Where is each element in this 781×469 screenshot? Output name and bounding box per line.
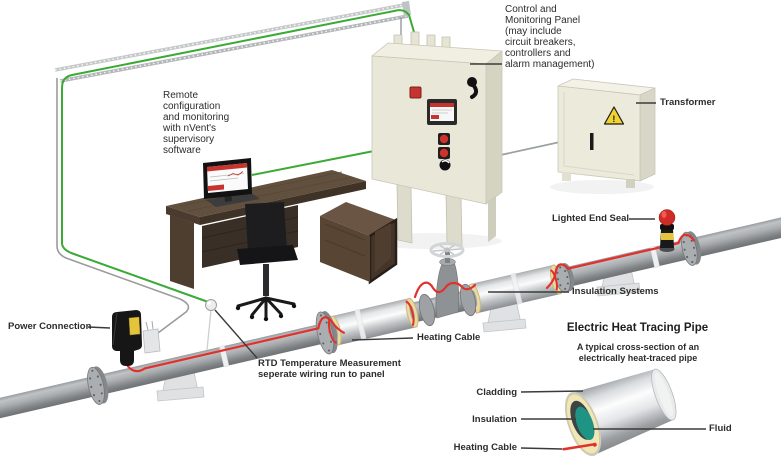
office-chair	[235, 202, 298, 322]
label-control-panel: Control and Monitoring Panel (may includ…	[505, 4, 595, 70]
desk-left-panel	[170, 215, 194, 289]
label-cs-heating-cable: Heating Cable	[453, 442, 517, 453]
label-rtd: RTD Temperature Measurement seperate wir…	[258, 358, 401, 380]
desk-pedestal-top	[320, 202, 396, 236]
heating-cable-valve-loop	[413, 281, 477, 299]
desk-pedestal-front	[320, 216, 370, 282]
warning-triangle-icon: !	[603, 106, 625, 125]
valve-handwheel[interactable]	[429, 242, 465, 258]
cross-section-title: Electric Heat Tracing Pipe	[566, 322, 709, 334]
label-cs-insulation: Insulation	[472, 414, 517, 425]
gate-valve	[413, 242, 477, 327]
cs-fluid	[575, 406, 595, 440]
label-insulation-systems: Insulation Systems	[572, 286, 659, 297]
power-connection-box	[112, 310, 161, 366]
label-power-connection: Power Connection	[8, 321, 92, 332]
callout-lines	[87, 63, 706, 450]
tray-end-cap	[402, 1, 411, 17]
transformer-door-handle	[590, 133, 594, 150]
label-lighted-end-seal: Lighted End Seal	[552, 213, 630, 224]
panel-buttons[interactable]	[438, 133, 450, 159]
svg-text:!: !	[612, 114, 615, 124]
label-cs-fluid: Fluid	[709, 423, 732, 434]
label-transformer: Transformer	[660, 97, 716, 108]
panel-knob[interactable]	[439, 159, 451, 171]
transformer-cabinet: !	[557, 78, 656, 188]
control-panel-cabinet	[371, 31, 503, 248]
callout-heating-cable-line	[351, 337, 414, 341]
desktop-monitor	[203, 158, 260, 207]
panel-display	[427, 99, 457, 125]
power-box-label	[128, 316, 141, 336]
pipe-cross-section	[562, 368, 677, 457]
panel-breaker-handle[interactable]	[467, 77, 479, 99]
label-cs-cladding: Cladding	[476, 387, 517, 398]
green-data-cable	[61, 9, 415, 304]
monitor-panel-cable	[251, 150, 375, 176]
rtd-sensor	[205, 299, 217, 351]
label-remote-config: Remote configuration and monitoring with…	[163, 90, 230, 156]
cross-section-subtitle: A typical cross-section of an electrical…	[576, 342, 700, 363]
panel-indicator-light	[409, 86, 422, 99]
label-heating-cable: Heating Cable	[417, 332, 481, 343]
cable-tray	[54, 1, 411, 83]
lighted-end-seal	[658, 209, 676, 252]
callout-cladding-line	[520, 390, 584, 393]
callout-power-connection-line	[87, 326, 111, 329]
callout-cs-heating-cable-line	[520, 447, 563, 450]
end-seal-red-light	[658, 209, 676, 226]
cs-heating-cable	[562, 442, 596, 451]
callout-rtd-line	[214, 309, 258, 359]
